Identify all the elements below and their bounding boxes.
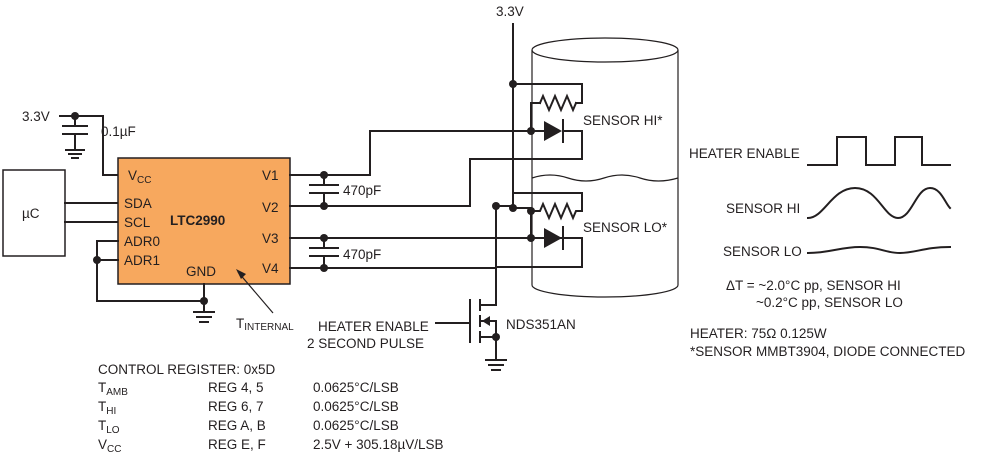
sensor-note: *SENSOR MMBT3904, DIODE CONNECTED (690, 344, 966, 359)
supply-label-left: 3.3V (22, 109, 50, 124)
heater-mosfet: NDS351AN HEATER ENABLE 2 SECOND PULSE (307, 267, 576, 371)
pin-v4: V4 (262, 261, 279, 276)
control-register-title: CONTROL REGISTER: 0x5D (98, 362, 276, 377)
control-register: CONTROL REGISTER: 0x5D TAMB REG 4, 5 0.0… (98, 362, 498, 458)
sensor-lo-label: SENSOR LO* (583, 220, 668, 235)
heater-enable-waveform (807, 136, 951, 166)
sensor-hi: SENSOR HI* (369, 83, 663, 207)
waveform-sensor-hi-label: SENSOR HI (726, 201, 800, 216)
register-value: 0.0625°C/LSB (313, 418, 399, 433)
pin-scl: SCL (124, 215, 151, 230)
pin-gnd: GND (186, 264, 216, 279)
sensor-lo: SENSOR LO* (492, 192, 668, 269)
pulse-label: 2 SECOND PULSE (307, 336, 424, 351)
filter-cap-top-label: 470pF (343, 183, 381, 198)
register-row: TAMB REG 4, 5 0.0625°C/LSB (98, 380, 498, 398)
pin-v3: V3 (262, 231, 279, 246)
decoupling-cap-label: 0.1µF (101, 124, 136, 139)
register-address: REG 4, 5 (208, 380, 264, 395)
filter-cap-top: 470pF (289, 171, 471, 210)
mcu-label: µC (22, 206, 40, 221)
register-value: 0.0625°C/LSB (313, 399, 399, 414)
supply-label-top: 3.3V (496, 4, 524, 19)
register-name: TAMB (98, 380, 128, 398)
delta-line-2: ~0.2°C pp, SENSOR LO (756, 295, 903, 310)
top-supply-rail: 3.3V (496, 4, 524, 209)
notes: HEATER: 75Ω 0.125W *SENSOR MMBT3904, DIO… (690, 326, 966, 359)
pin-adr1: ADR1 (124, 253, 160, 268)
chip-name: LTC2990 (170, 213, 225, 228)
mosfet-part-label: NDS351AN (506, 317, 576, 332)
pin-adr0: ADR0 (124, 234, 160, 249)
ltc2990-chip: VCC SDA SCL ADR0 ADR1 LTC2990 GND V1 V2 … (117, 157, 291, 285)
waveform-heater-enable-label: HEATER ENABLE (689, 146, 800, 161)
pin-sda: SDA (124, 196, 152, 211)
supply-decoupling: 3.3V 0.1µF (22, 109, 136, 176)
waveforms: HEATER ENABLE SENSOR HI SENSOR LO ΔT = ~… (689, 136, 952, 310)
register-value: 0.0625°C/LSB (313, 380, 399, 395)
sensor-hi-waveform (806, 186, 952, 220)
heater-note: HEATER: 75Ω 0.125W (690, 326, 827, 341)
tinternal-annotation: TINTERNAL (236, 269, 294, 333)
sensor-hi-label: SENSOR HI* (583, 113, 663, 128)
register-address: REG A, B (208, 418, 266, 433)
filter-cap-bottom-label: 470pF (343, 247, 381, 262)
pin-vcc: VCC (128, 168, 151, 186)
register-name: VCC (98, 437, 122, 455)
sensor-lo-waveform (806, 245, 952, 255)
register-row: THI REG 6, 7 0.0625°C/LSB (98, 399, 498, 417)
register-row: VCC REG E, F 2.5V + 305.18µV/LSB (98, 437, 498, 455)
filter-cap-bottom: 470pF (289, 234, 583, 272)
address-ground-wiring (93, 240, 215, 323)
heater-enable-label: HEATER ENABLE (318, 319, 429, 334)
tinternal-label: TINTERNAL (236, 316, 294, 333)
pin-v2: V2 (262, 200, 279, 215)
register-name: THI (98, 399, 117, 417)
waveform-sensor-lo-label: SENSOR LO (723, 244, 802, 259)
heater-cylinder (531, 37, 679, 298)
register-value: 2.5V + 305.18µV/LSB (313, 437, 444, 452)
microcontroller: µC (2, 169, 119, 257)
register-name: TLO (98, 418, 120, 436)
register-row: TLO REG A, B 0.0625°C/LSB (98, 418, 498, 436)
pin-v1: V1 (262, 168, 279, 183)
delta-line-1: ΔT = ~2.0°C pp, SENSOR HI (726, 278, 901, 293)
register-address: REG 6, 7 (208, 399, 264, 414)
register-address: REG E, F (208, 437, 266, 452)
